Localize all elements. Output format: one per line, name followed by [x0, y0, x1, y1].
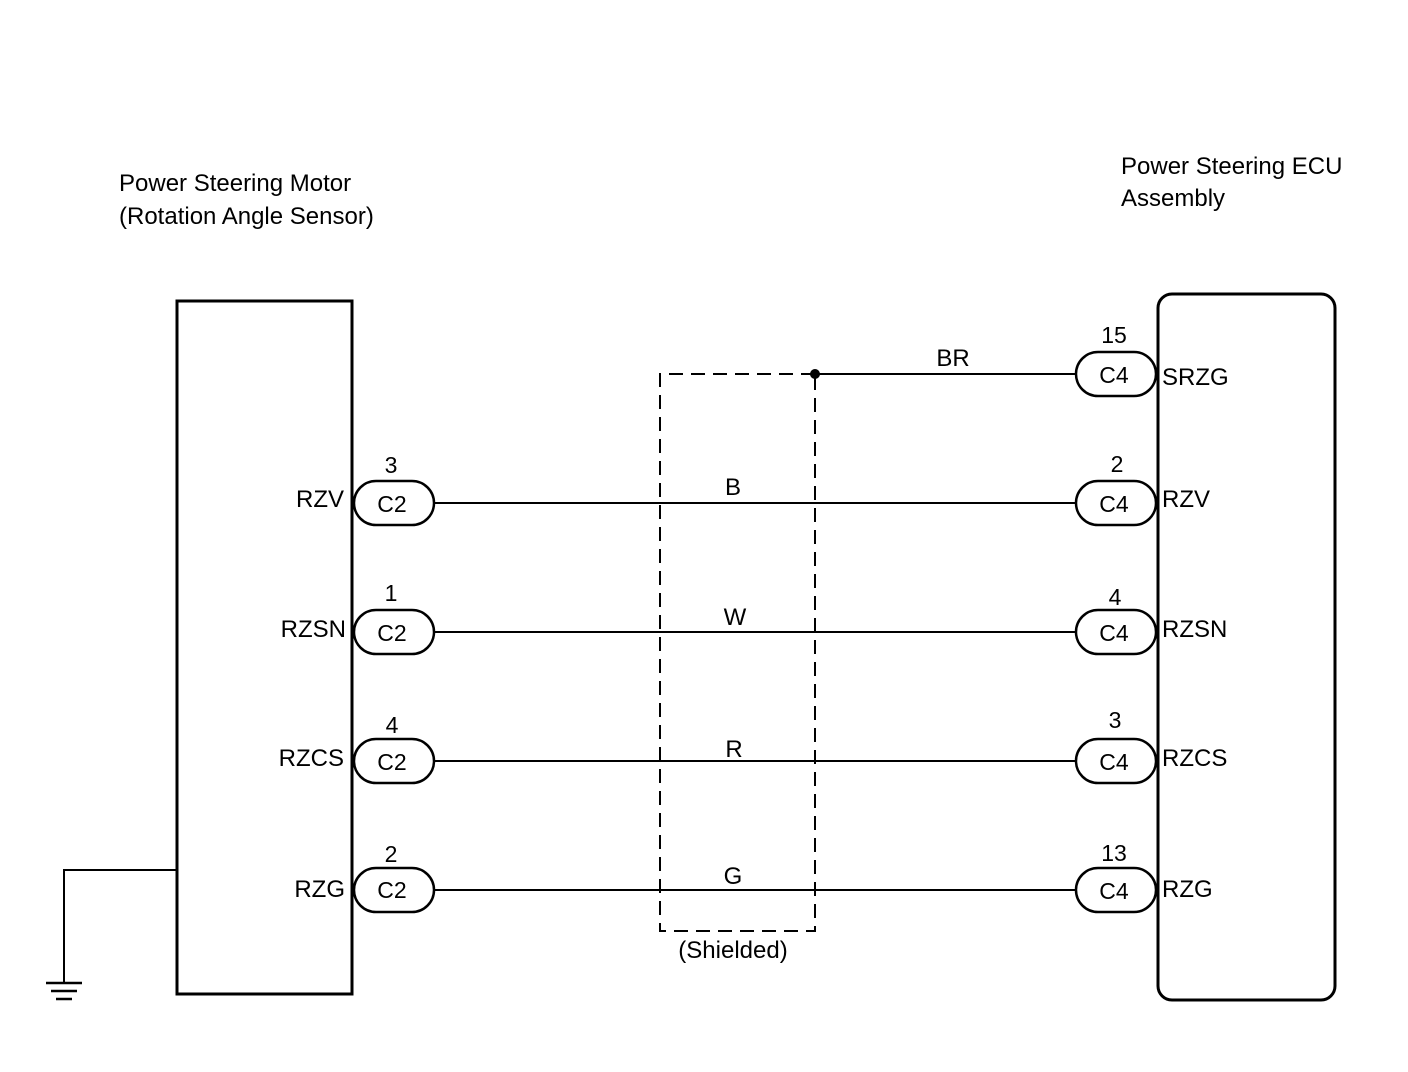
left-pin-number: 2 — [385, 841, 398, 867]
right-connector-label: C4 — [1099, 491, 1129, 517]
wire-color-label: R — [725, 736, 742, 763]
shield-label: (Shielded) — [678, 937, 787, 964]
right-connector-label: C4 — [1099, 878, 1129, 904]
right-signal-label: RZG — [1162, 876, 1213, 903]
left-connector-label: C2 — [377, 749, 406, 775]
right-signal-label: RZV — [1162, 486, 1210, 513]
left-connector-label: C2 — [377, 491, 406, 517]
left-pin-number: 4 — [386, 712, 399, 738]
left-connector-label: C2 — [377, 877, 406, 903]
left-signal-label: RZV — [296, 486, 344, 513]
left-signal-label: RZSN — [281, 616, 346, 643]
wire-color-label: B — [725, 474, 741, 501]
splice-point — [810, 369, 820, 379]
ground-icon — [46, 981, 82, 1001]
wire-row-rzcs: R C2 4 RZCS C4 3 RZCS — [279, 707, 1227, 785]
right-component-box — [1156, 292, 1337, 1002]
left-connector-pill — [352, 479, 436, 527]
wire-row-rzg: G C2 2 RZG C4 13 RZG — [294, 840, 1213, 914]
left-connector-label: C2 — [377, 620, 406, 646]
wire-row-rzsn: W C2 1 RZSN C4 4 RZSN — [281, 580, 1227, 656]
right-connector-label: C4 — [1099, 362, 1129, 388]
wire-color-label: BR — [936, 345, 969, 372]
ground-wire — [63, 869, 177, 983]
right-connector-pill — [1074, 737, 1158, 785]
left-pin-number: 3 — [385, 452, 398, 478]
right-connector-pill — [1074, 608, 1158, 656]
left-component-title-line1: Power Steering Motor — [119, 170, 351, 197]
right-pin-number: 4 — [1109, 584, 1122, 610]
right-component-title-line1: Power Steering ECU — [1121, 153, 1342, 180]
right-connector-pill — [1074, 350, 1158, 398]
left-component-box — [175, 299, 354, 996]
right-connector-pill — [1074, 479, 1158, 527]
shield-outline — [659, 373, 816, 932]
left-component-title-line2: (Rotation Angle Sensor) — [119, 203, 374, 230]
right-pin-number: 15 — [1101, 322, 1127, 348]
wire-row-rzv: B C2 3 RZV C4 2 RZV — [296, 451, 1210, 527]
right-connector-label: C4 — [1099, 620, 1129, 646]
right-pin-number: 3 — [1109, 707, 1122, 733]
right-component-title-line2: Assembly — [1121, 185, 1225, 212]
right-signal-label: RZSN — [1162, 616, 1227, 643]
right-signal-label: SRZG — [1162, 364, 1229, 391]
right-connector-pill — [1074, 866, 1158, 914]
wire-row-br: BR C4 15 SRZG — [810, 322, 1229, 398]
wire-color-label: G — [724, 863, 743, 890]
right-pin-number: 2 — [1111, 451, 1124, 477]
left-pin-number: 1 — [385, 580, 398, 606]
left-connector-pill — [352, 866, 436, 914]
left-signal-label: RZCS — [279, 745, 344, 772]
right-pin-number: 13 — [1101, 840, 1127, 866]
left-signal-label: RZG — [294, 876, 345, 903]
wire-color-label: W — [724, 604, 747, 631]
left-connector-pill — [352, 608, 436, 656]
right-connector-label: C4 — [1099, 749, 1129, 775]
left-connector-pill — [352, 737, 436, 785]
right-signal-label: RZCS — [1162, 745, 1227, 772]
